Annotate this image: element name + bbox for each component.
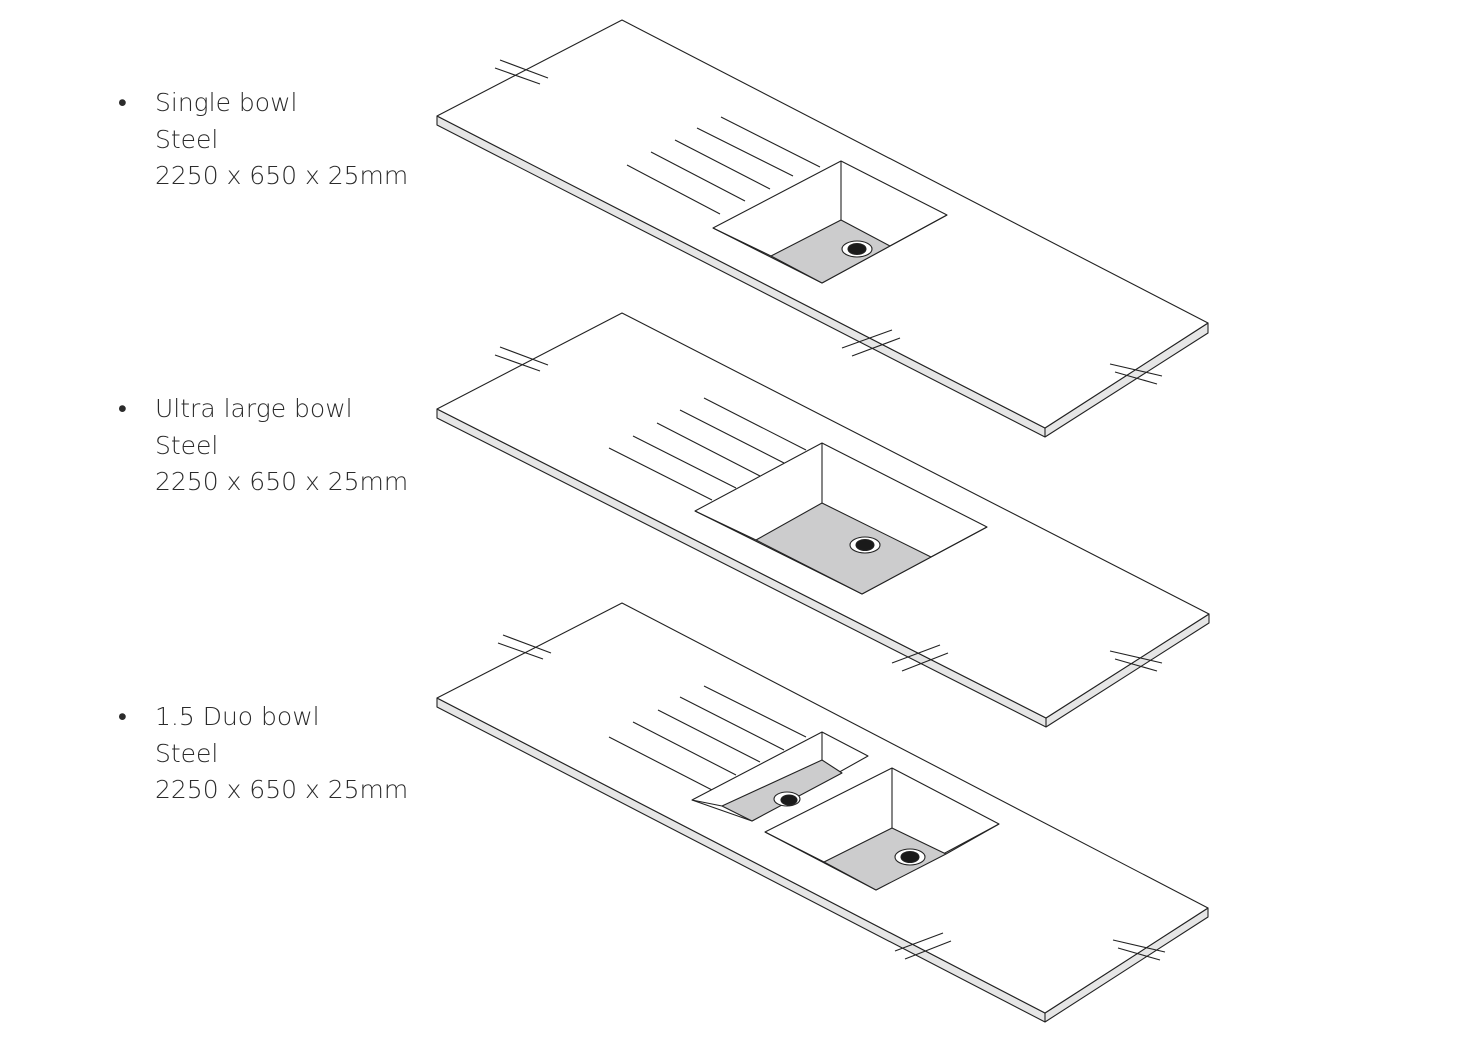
sink-material: Steel (155, 430, 219, 460)
bowl-floor (721, 759, 843, 822)
sink-dimensions: 2250 x 650 x 25mm (155, 775, 409, 804)
spec-duo-bowl: • 1.5 Duo bowl Steel 2250 x 650 x 25mm (118, 699, 408, 809)
bowl-floor (823, 827, 947, 891)
bullet: • (118, 702, 127, 731)
break-marks (494, 346, 1163, 672)
bowl-floor (755, 502, 932, 595)
worktop-single-bowl (436, 19, 1209, 438)
sink-dimensions: 2250 x 650 x 25mm (155, 161, 409, 190)
drainer-grooves (608, 685, 807, 791)
break-marks (497, 634, 1166, 961)
bullet: • (118, 394, 127, 423)
sink-name: Single bowl (155, 88, 298, 117)
sink-dimensions: 2250 x 650 x 25mm (155, 467, 409, 496)
sink-bowl (694, 442, 988, 595)
bowl-floor (770, 219, 891, 284)
sink-material: Steel (155, 124, 219, 154)
worktop-duo-bowl (436, 602, 1209, 1023)
sink-name: 1.5 Duo bowl (155, 702, 320, 731)
sink-name: Ultra large bowl (155, 394, 353, 423)
half-bowl (691, 731, 869, 822)
sink-bowl (712, 160, 948, 284)
drainer-grooves (608, 397, 807, 501)
bullet: • (118, 88, 127, 117)
sink-material: Steel (155, 738, 219, 768)
drainer-grooves (626, 116, 821, 215)
break-marks (494, 59, 1163, 385)
worktop-ultra-large-bowl (436, 312, 1210, 728)
spec-single-bowl: • Single bowl Steel 2250 x 650 x 25mm (118, 85, 408, 195)
spec-ultra-large-bowl: • Ultra large bowl Steel 2250 x 650 x 25… (118, 391, 408, 501)
main-bowl (764, 767, 1000, 891)
